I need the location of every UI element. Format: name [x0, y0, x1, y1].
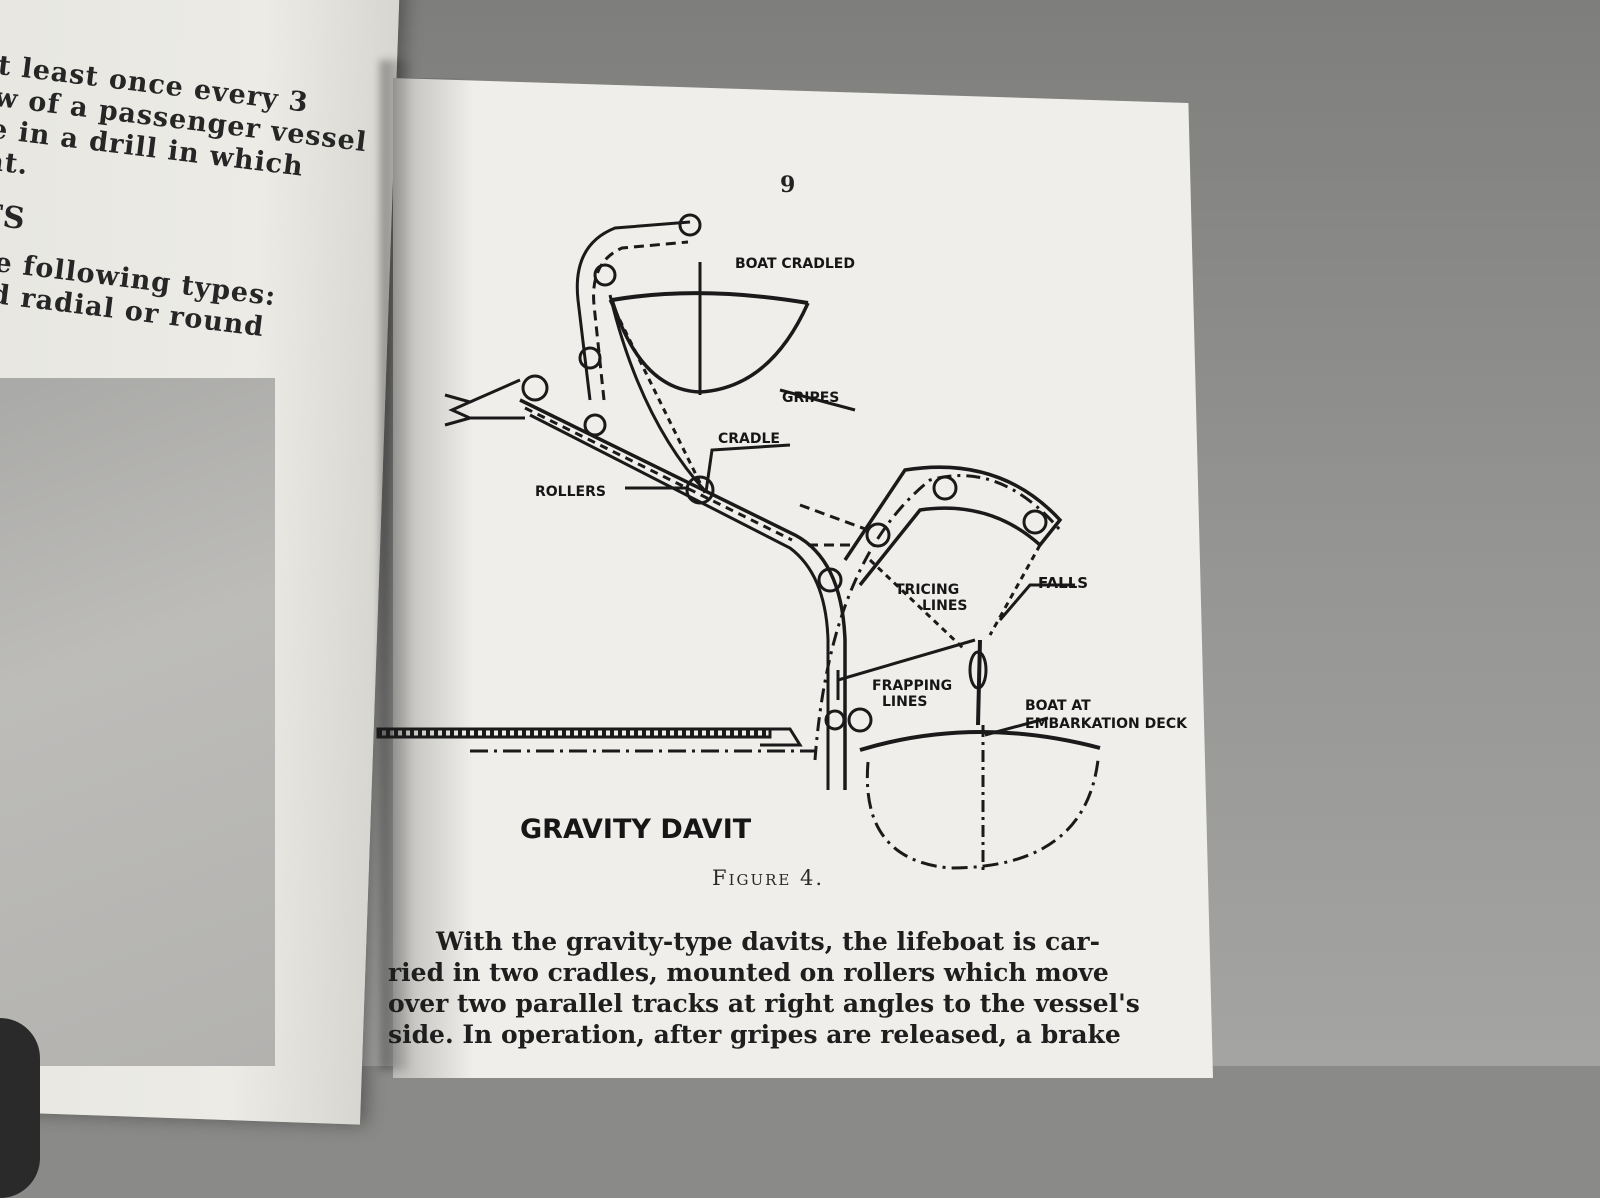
lowered-boat-gunwale	[859, 730, 1101, 752]
track-inner	[529, 413, 830, 790]
lowered-boat-hull	[865, 759, 1100, 870]
roller	[685, 475, 715, 505]
gripes-leader	[779, 388, 856, 412]
roller	[817, 567, 843, 593]
cradled-boat-hull	[610, 299, 810, 394]
cradle-leader	[704, 443, 791, 493]
right-page-shadow	[393, 78, 473, 1078]
track-outer	[519, 398, 847, 790]
gravity-davit-figure: BOAT CRADLED GRIPES CRADLE ROLLERS TRICI…	[376, 213, 1188, 870]
page-number: 9	[780, 172, 796, 198]
falls-leader	[998, 583, 1075, 621]
label-boat-cradled: BOAT CRADLED	[735, 256, 855, 272]
roller	[521, 374, 549, 402]
cradle-frame	[608, 294, 708, 494]
book-gutter	[380, 60, 410, 1070]
roller	[865, 522, 891, 548]
roller	[678, 213, 702, 237]
label-tricing: TRICING	[895, 582, 959, 598]
roller	[847, 707, 873, 733]
label-rollers: ROLLERS	[535, 484, 606, 500]
label-tricing-lines: LINES	[922, 598, 968, 614]
upper-davit-arm-outer	[575, 220, 691, 401]
lowered-davit-arc	[813, 474, 1062, 761]
label-boat-at: BOAT AT	[1025, 698, 1091, 714]
block-chain	[976, 639, 982, 726]
gripe-line	[608, 299, 708, 496]
falls-block	[968, 650, 988, 690]
roller	[578, 346, 602, 370]
deck-bracket	[444, 393, 475, 427]
cradled-boat-gunwale	[611, 291, 809, 305]
body-line: over two parallel tracks at right angles…	[388, 989, 1140, 1018]
roller	[932, 475, 958, 501]
label-gripes: GRIPES	[782, 390, 839, 406]
upper-davit-arm-inner	[592, 240, 689, 401]
roller	[583, 413, 607, 437]
body-line: ried in two cradles, mounted on rollers …	[388, 958, 1109, 987]
label-frapping-lines: LINES	[882, 694, 928, 710]
boat-at-leader	[984, 716, 1049, 737]
label-frapping: FRAPPING	[872, 678, 952, 694]
label-embarkation-deck: EMBARKATION DECK	[1025, 716, 1188, 732]
roller	[1022, 509, 1048, 535]
deck-edge	[760, 727, 803, 747]
body-text: With the gravity-type davits, the lifebo…	[388, 926, 1168, 1050]
davit-linework	[376, 213, 1101, 870]
frapping-line	[837, 638, 976, 682]
body-line: side. In operation, after gripes are rel…	[388, 1020, 1121, 1049]
figure-title: GRAVITY DAVIT	[520, 814, 752, 845]
roller	[824, 709, 846, 731]
falls-line	[988, 544, 1042, 636]
deck-bracket-arms	[469, 378, 525, 420]
track-centerline	[524, 406, 793, 542]
body-line: With the gravity-type davits, the lifebo…	[436, 927, 1100, 956]
lowered-davit-arm	[843, 465, 1063, 587]
right-page	[393, 78, 1213, 1078]
dashed-arm-outline	[799, 503, 869, 547]
roller	[593, 263, 617, 287]
label-falls: FALLS	[1038, 574, 1088, 592]
label-cradle: CRADLE	[718, 431, 780, 447]
figure-caption: Figure 4.	[712, 866, 825, 890]
left-page-photo	[0, 378, 275, 1198]
